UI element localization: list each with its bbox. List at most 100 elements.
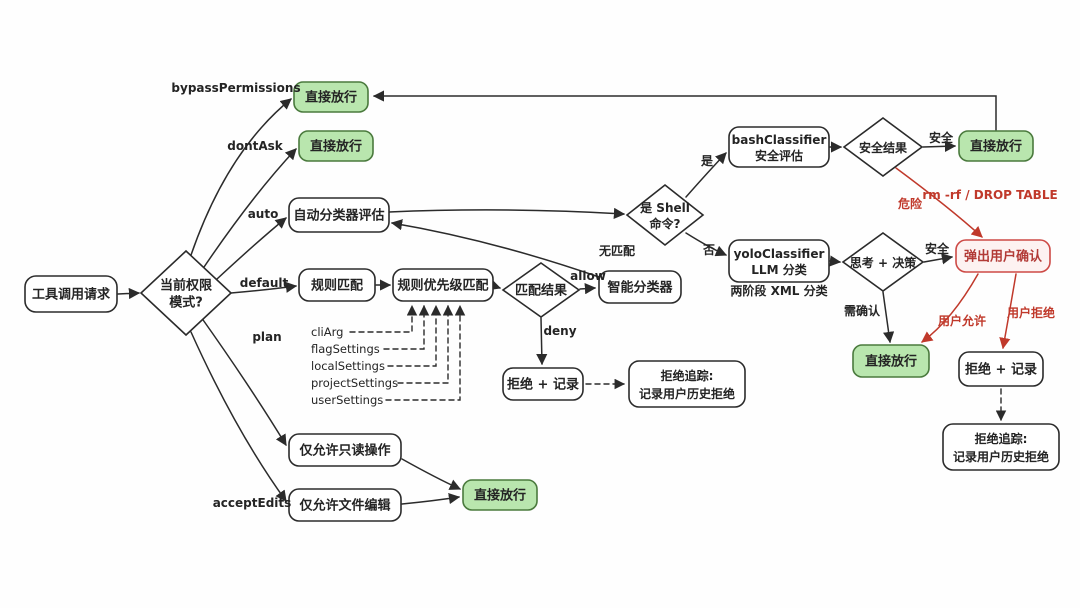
node-bash-classifier-shape — [728, 126, 830, 168]
node-smart-classifier-shape — [598, 270, 682, 304]
node-mode-decision: 当前权限 模式? — [139, 249, 233, 337]
node-pass-dontask-shape — [298, 130, 374, 162]
node-yolo-line1: yoloClassifier — [734, 247, 825, 261]
edge-label-danger-example: rm -rf / DROP TABLE — [922, 188, 1057, 202]
node-pass-bypass: 直接放行 — [293, 81, 369, 113]
edge-label-default: default — [240, 276, 289, 290]
edge-label-allow: allow — [570, 269, 606, 283]
edge-auto-eval-to-shell — [388, 207, 626, 220]
node-auto-eval-label: 自动分类器评估 — [293, 208, 384, 224]
node-pass-edits: 直接放行 — [462, 479, 538, 511]
node-auto-eval-shape — [288, 197, 390, 233]
node-pass-bypass-label: 直接放行 — [305, 90, 357, 106]
node-think-decide: 思考 + 决策 — [841, 232, 925, 292]
node-reject-track-mid: 拒绝追踪: 记录用户历史拒绝 — [628, 360, 746, 408]
node-deny-record: 拒绝 + 记录 — [502, 367, 584, 401]
edge-label-two-stage: 两阶段 XML 分类 — [730, 283, 828, 298]
edge-label-dontask: dontAsk — [227, 139, 284, 153]
edge-confirm-to-reject — [999, 273, 1017, 350]
edge-label-deny: deny — [543, 324, 576, 338]
node-yolo-line2: LLM 分类 — [751, 262, 807, 277]
node-reject-track-right-line1: 拒绝追踪: — [975, 431, 1028, 446]
edge-label-no-match: 无匹配 — [598, 243, 635, 258]
node-pass-safe: 直接放行 — [958, 130, 1034, 162]
edge-label-user-reject: 用户拒绝 — [1006, 305, 1055, 320]
config-label-cliarg: cliArg — [311, 325, 343, 339]
node-deny-record-label: 拒绝 + 记录 — [507, 377, 579, 393]
edge-mode-to-rule-match — [230, 281, 298, 294]
node-user-confirm-label: 弹出用户确认 — [964, 249, 1043, 265]
node-match-result-label: 匹配结果 — [515, 283, 567, 299]
node-reject-track-mid-line2: 记录用户历史拒绝 — [639, 386, 735, 401]
edge-mode-to-fileedit — [190, 331, 287, 502]
node-mode-decision-shape — [139, 249, 233, 337]
edge-safety-to-pass — [922, 140, 957, 152]
edges — [117, 90, 1017, 505]
node-tool-request-shape — [24, 275, 118, 313]
node-safety-result: 安全结果 — [842, 117, 924, 177]
config-label-flagsettings: flagSettings — [311, 342, 380, 356]
edge-fileedit-to-pass — [401, 492, 461, 505]
edge-label-user-allow: 用户允许 — [937, 313, 986, 328]
node-safety-result-label: 安全结果 — [859, 140, 907, 155]
node-pass-user-shape — [852, 344, 930, 378]
node-think-decide-shape — [841, 232, 925, 292]
node-tool-request-label: 工具调用请求 — [32, 287, 111, 303]
node-bash-line1: bashClassifier — [732, 133, 827, 147]
node-reject-track-right: 拒绝追踪: 记录用户历史拒绝 — [942, 423, 1060, 471]
edge-start-to-mode — [117, 287, 141, 300]
edge-labels: bypassPermissions dontAsk auto default p… — [171, 81, 1057, 510]
edge-result-to-smart — [579, 283, 597, 295]
edge-label-need-confirm: 需确认 — [844, 303, 881, 318]
node-shell-line1: 是 Shell — [639, 201, 690, 215]
edge-label-plan: plan — [252, 330, 281, 344]
node-readonly-shape — [288, 433, 402, 467]
node-pass-dontask: 直接放行 — [298, 130, 374, 162]
node-bash-classifier: bashClassifier 安全评估 — [728, 126, 830, 168]
node-match-result: 匹配结果 — [501, 262, 581, 318]
node-safety-result-shape — [842, 117, 924, 177]
node-pass-dontask-label: 直接放行 — [310, 139, 362, 155]
edge-label-acceptedits: acceptEdits — [213, 496, 292, 510]
node-pass-user: 直接放行 — [852, 344, 930, 378]
edge-smart-to-auto-eval — [390, 219, 600, 278]
edge-label-yes: 是 — [700, 154, 714, 168]
edge-shell-to-yolo — [685, 232, 728, 257]
node-fileedit-shape — [288, 488, 402, 522]
config-label-projectsettings: projectSettings — [311, 376, 398, 390]
edge-label-safe-mid: 安全 — [925, 241, 950, 256]
edge-readonly-to-pass — [401, 458, 462, 490]
edge-label-danger: 危险 — [897, 196, 923, 211]
edge-label-no: 否 — [702, 243, 715, 257]
edge-flagsettings-to-priority — [383, 304, 430, 350]
node-think-decide-label: 思考 + 决策 — [850, 255, 917, 270]
node-tool-request: 工具调用请求 — [24, 275, 118, 313]
config-label-usersettings: userSettings — [311, 393, 383, 407]
node-bash-line2: 安全评估 — [755, 148, 803, 163]
node-auto-eval: 自动分类器评估 — [288, 197, 390, 233]
node-readonly-label: 仅允许只读操作 — [298, 443, 390, 459]
node-yolo-classifier: yoloClassifier LLM 分类 — [728, 239, 830, 283]
edge-mode-to-auto-eval — [216, 217, 287, 280]
node-mode-line1: 当前权限 — [160, 278, 213, 294]
edge-think-to-confirm — [923, 253, 954, 265]
node-reject-track-right-line2: 记录用户历史拒绝 — [953, 449, 1049, 464]
edge-yolo-to-think — [829, 255, 842, 267]
node-rule-match: 规则匹配 — [298, 268, 376, 302]
node-reject-record-user-label: 拒绝 + 记录 — [965, 362, 1037, 378]
edge-label-safe-top: 安全 — [929, 130, 954, 145]
node-pass-user-label: 直接放行 — [865, 354, 917, 370]
edge-localsettings-to-priority — [387, 304, 442, 367]
edge-mode-to-bypass-pass — [189, 98, 292, 259]
node-shell-line2: 命令? — [649, 216, 681, 231]
edge-mode-to-readonly — [200, 316, 287, 446]
node-fileedit: 仅允许文件编辑 — [288, 488, 402, 522]
edge-label-auto: auto — [248, 207, 279, 221]
node-pass-bypass-shape — [293, 81, 369, 113]
node-smart-classifier: 智能分类器 — [598, 270, 682, 304]
node-reject-track-mid-shape — [628, 360, 746, 408]
edge-label-bypass: bypassPermissions — [171, 81, 300, 95]
node-rule-priority-label: 规则优先级匹配 — [397, 278, 488, 294]
edge-confirm-to-pass-allow — [921, 273, 979, 343]
node-user-confirm-shape — [955, 239, 1051, 273]
